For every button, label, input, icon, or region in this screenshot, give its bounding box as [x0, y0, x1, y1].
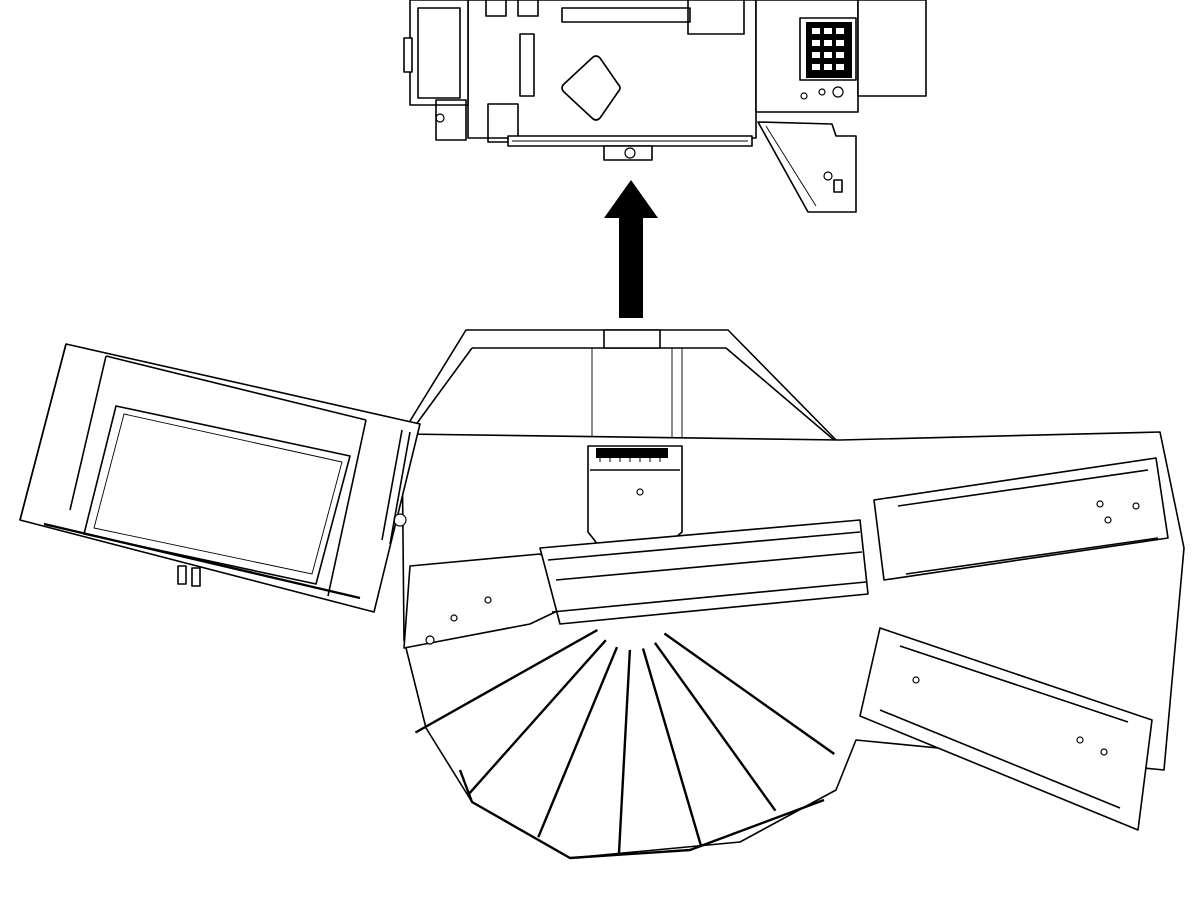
fan-divider-line — [467, 639, 607, 796]
printer-head-unit — [403, 0, 927, 213]
right-lower-tray — [859, 627, 1153, 831]
left-frame-window — [83, 405, 351, 585]
right-upper-tray — [873, 457, 1169, 581]
fan-divider-line — [653, 642, 777, 812]
angled-bracket — [757, 121, 857, 213]
fan-divider-line — [663, 632, 835, 755]
fan-divider-line — [537, 646, 619, 838]
front-fan-panels — [414, 628, 835, 860]
fan-divider-line — [617, 649, 632, 855]
fan-divider-line — [414, 628, 598, 734]
rail-beam — [539, 519, 869, 625]
cooling-fan-grille — [806, 22, 852, 78]
base-assembly — [19, 329, 1185, 860]
access-panel-rhombus — [561, 55, 621, 121]
up-arrow — [604, 180, 658, 318]
neck-vent — [596, 448, 668, 462]
fan-divider-line — [641, 648, 703, 846]
